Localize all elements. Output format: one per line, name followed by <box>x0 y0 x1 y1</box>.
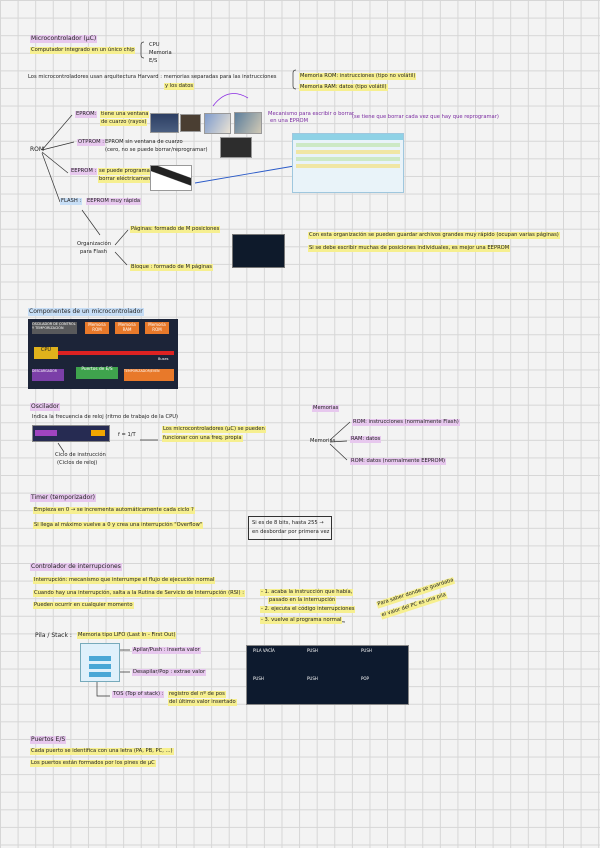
rom-label: ROM <box>30 146 45 153</box>
ports-b: Los puertos están formados por los pines… <box>30 760 156 767</box>
comp-osc: OSCILADOR DE CONTROL Y TEMPORIZACIÓN <box>32 322 77 334</box>
pila-title: Pila / Stack : <box>35 632 72 639</box>
timer-note: Si es de 8 bits, hasta 255 → <box>252 520 324 526</box>
memorias-title: Memorias <box>312 405 340 412</box>
pila-tos-3: del último valor insertado <box>168 699 237 706</box>
eprom-photo-2 <box>180 114 201 132</box>
eprom-mech: Mecanismo para escribir o borrar <box>268 111 355 117</box>
osc-desc-3: funcionar con una freq. propia <box>162 435 243 442</box>
eprom-photo-3 <box>204 113 231 134</box>
eprom-mech-2: en una EPROM <box>270 118 309 124</box>
comp-buses: Buses <box>158 357 169 361</box>
otprom-desc: EPROM sin ventana de cuarzo <box>105 139 183 145</box>
flash-note-2: Si se debe escribir muchas de posiciones… <box>308 245 511 252</box>
int-b2: - 2. ejecuta el código interrupciones <box>260 606 356 613</box>
int-b: Cuando hay una interrupción, salta a la … <box>33 590 245 597</box>
osc-formula: f = 1/T <box>118 432 136 438</box>
memorias-b: RAM: datos <box>350 436 382 443</box>
stack-tile-0: PILA VACÍA <box>253 648 275 653</box>
eeprom-desc: se puede programar y <box>98 168 158 175</box>
osc-clock-diagram <box>32 425 110 442</box>
flash-note: Con esta organización se pueden guardar … <box>308 232 560 239</box>
mem-rom: Memoria ROM: instrucciones (tipo no volá… <box>299 73 417 80</box>
flash-label: FLASH : <box>60 198 83 205</box>
ports-title: Puertos E/S <box>30 736 67 744</box>
ports-a: Cada puerto se identifica con una letra … <box>30 748 174 755</box>
stack-ops-image: PILA VACÍA PUSH PUSH PUSH PUSH POP <box>246 645 409 705</box>
osc-cycle: Ciclo de instrucción <box>55 452 106 458</box>
eprom-desc: tiene una ventana <box>100 111 150 118</box>
flash-org: Organización <box>77 241 111 247</box>
flash-org-2: para Flash <box>80 249 108 255</box>
timer-title: Timer (temporizador) <box>30 494 97 502</box>
timer-a: Empieza en 0 → se incrementa automáticam… <box>33 507 195 514</box>
comp-cpu: CPU <box>34 347 58 359</box>
eprom-mech-note: (se tiene que borrar cada vez que hay qu… <box>352 114 499 120</box>
otprom-label: OTPROM : <box>77 139 105 146</box>
stack-tile-5: POP <box>361 676 369 681</box>
stack-tile-1: PUSH <box>307 648 318 653</box>
timer-b: Si llega al máximo vuelve a 0 y crea una… <box>33 522 204 529</box>
int-b1: - 1. acaba la instrucción que había, <box>260 589 354 596</box>
eprom-table-screenshot <box>292 133 404 193</box>
timer-note-2: en desbordar por primera vez <box>252 529 330 535</box>
flash-bloque: Bloque : formado de M páginas <box>130 264 214 271</box>
pila-tos: TOS (Top of stack) : <box>112 691 165 698</box>
pila-tos-2: registro del nº de pos <box>168 691 226 698</box>
memorias-c: ROM: datos (normalmente EEPROM) <box>350 458 447 465</box>
comp-mem-2: Memoria RAM <box>115 322 139 334</box>
int-a: Interrupción: mecanismo que interrumpe e… <box>33 577 216 584</box>
micro-title: Microcontrolador (µC) <box>30 35 98 43</box>
memorias-a: ROM: instrucciones (normalmente Flash) <box>352 419 460 426</box>
eprom-photo-4 <box>234 112 262 134</box>
flash-diagram <box>232 234 285 268</box>
comp-tmp: TEMPORIZADOR/EVEN <box>124 369 174 381</box>
stack-tile-4: PUSH <box>307 676 318 681</box>
eprom-label: EPROM: <box>75 111 98 118</box>
int-b1b: pasado en la interrupción <box>268 597 337 604</box>
comp-mem-3: Memoria ROM <box>145 322 169 334</box>
micro-part-cpu: CPU <box>149 42 160 48</box>
timer-note-box: Si es de 8 bits, hasta 255 → en desborda… <box>248 516 332 540</box>
pila-push: Apilar/Push : inserta valor <box>132 647 201 654</box>
comp-es: Puertos de E/S <box>76 367 118 379</box>
stack-tile-2: PUSH <box>361 648 372 653</box>
harvard-text-2: y los datos <box>164 83 195 90</box>
eprom-desc-2: de cuarzo (rayos) <box>100 119 148 126</box>
pila-icon <box>80 643 120 682</box>
int-c: Pueden ocurrir en cualquier momento <box>33 602 134 609</box>
pila-pop: Desapilar/Pop : extrae valor <box>132 669 207 676</box>
eeprom-desc-2: borrar eléctricamente <box>98 176 157 183</box>
comp-mem-1: Memoria ROM <box>85 322 109 334</box>
osc-desc: Indica la frecuencia de reloj (ritmo de … <box>32 414 179 420</box>
comp-diagram: OSCILADOR DE CONTROL Y TEMPORIZACIÓN Mem… <box>28 319 178 389</box>
eprom-photo-1 <box>150 113 179 133</box>
stack-tile-3: PUSH <box>253 676 264 681</box>
otprom-desc-2: (cero, no se puede borrar/reprogramar) <box>105 147 208 153</box>
otprom-photo <box>220 137 252 158</box>
pila-tipo: Memoria tipo LIFO (Last In - First Out) <box>77 632 177 639</box>
flash-desc: EEPROM muy rápida <box>86 198 142 205</box>
comp-title: Componentes de un microcontrolador <box>28 308 144 316</box>
memorias-label: Memorias <box>310 438 336 444</box>
micro-part-mem: Memoria <box>149 50 172 56</box>
eeprom-label: EEPROM : <box>70 168 98 175</box>
harvard-text: Los microcontroladores usan arquitectura… <box>28 74 277 80</box>
int-b3: - 3. vuelve al programa normal <box>260 617 343 624</box>
eeprom-photo <box>150 165 192 191</box>
osc-cycle-2: (Ciclos de reloj) <box>57 460 98 466</box>
osc-title: Oscilador <box>30 403 61 411</box>
micro-part-es: E/S <box>149 58 158 64</box>
osc-desc-2: Los microcontroladores (µC) se pueden <box>162 426 266 433</box>
flash-paginas: Páginas: formado de M posiciones <box>130 226 221 233</box>
comp-des: DESCARGADOR <box>32 369 64 381</box>
int-title: Controlador de interrupciones <box>30 563 122 571</box>
mem-ram: Memoria RAM: datos (tipo volátil) <box>299 84 388 91</box>
micro-def: Computador integrado en un único chip <box>30 47 136 54</box>
